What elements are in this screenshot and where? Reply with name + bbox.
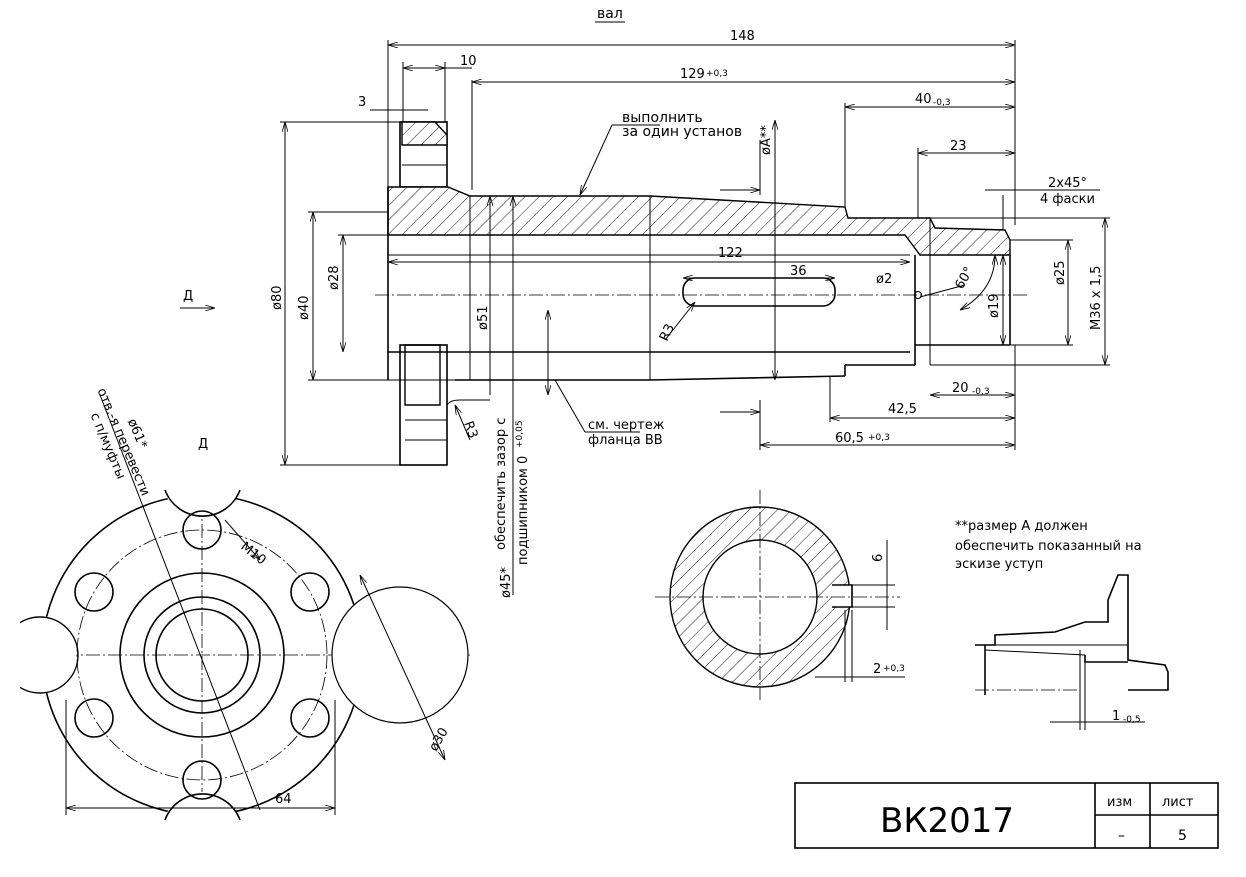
section-view: 6 2 +0,3 [655,490,905,700]
note-flange-1: см. чертеж [588,418,665,433]
dim-m10: M10 [238,539,269,568]
dimension-texts: 148 10 129 +0,3 3 40 -0,3 23 2x45° 4 фас… [183,29,1104,598]
dimension-lines [180,40,1110,595]
note-size-a-3: эскизе уступ [955,557,1043,572]
dim-phi45: ø45* [499,567,514,598]
dim-phi80: ø80 [270,286,285,311]
dim-phi19: ø19 [987,294,1002,319]
step-sketch: 1 -0,5 [975,574,1169,730]
dim-129: 129 [680,67,705,82]
dim-phi28: ø28 [327,266,342,291]
dim-42-5: 42,5 [888,402,917,417]
dim-148: 148 [730,29,755,44]
dim-20-tol: -0,3 [972,387,990,397]
dim-phi51: ø51 [476,306,491,331]
dim-23: 23 [950,139,967,154]
dim-122: 122 [718,246,743,261]
dim-phi25: ø25 [1053,261,1068,286]
chamfer-count: 4 фаски [1040,192,1095,207]
dim-1-tol: -0,5 [1123,715,1141,725]
dim-phi40: ø40 [297,296,312,321]
dim-10: 10 [460,54,477,69]
note-gap-1: обеспечить зазор с [494,418,509,550]
dim-64: 64 [275,792,292,807]
dim-1: 1 [1112,709,1120,724]
dim-2: 2 [873,662,881,677]
drawing-title: вал [597,6,623,22]
sheet-label: лист [1162,795,1194,810]
shaft-main-view [375,121,1030,466]
rev-label: изм [1107,795,1132,810]
dim-phiA: øA** [759,125,774,155]
size-a-note: **размер А должен обеспечить показанный … [955,519,1142,572]
view-label: Д [198,437,208,452]
view-arrow-label: Д [183,289,193,304]
note-gap-tol: +0,05 [515,420,525,448]
dim-36: 36 [790,264,807,279]
dim-40: 40 [915,92,932,107]
note-gap-2: подшипником 0 [516,456,531,565]
note-one-setup-1: выполнить [622,110,703,126]
dim-60-5: 60,5 [835,431,864,446]
dim-r3-slot: R3 [657,322,678,344]
holes-note: ø61* отв.-я перевести с п/муфты [87,386,153,498]
dim-3: 3 [358,95,366,110]
sheet-value: 5 [1178,828,1187,844]
dim-2-tol: +0,3 [883,664,905,674]
dim-20: 20 [952,381,969,396]
dim-thread: M36 x 1,5 [1089,266,1104,330]
title-block: ВК2017 изм лист – 5 [794,782,1219,849]
note-one-setup-2: за один установ [622,124,742,140]
dim-60deg: 60° [952,265,977,292]
dim-chamfer: 2x45° [1048,176,1087,191]
note-size-a-2: обеспечить показанный на [955,539,1142,554]
dim-6: 6 [871,554,886,562]
dim-129-tol: +0,3 [706,69,728,79]
drawing-code: ВК2017 [880,801,1014,841]
rev-value: – [1118,828,1125,844]
bolt-holes [74,510,330,800]
dim-r3-flange: R3 [460,419,480,440]
note-flange-2: фланца ВВ [588,433,663,448]
dim-phi30: ø30 [426,725,451,754]
dim-60-5-tol: +0,3 [868,433,890,443]
dim-phi2: ø2 [876,272,892,287]
note-size-a-1: **размер А должен [955,519,1088,534]
dim-40-tol: -0,3 [933,98,951,108]
